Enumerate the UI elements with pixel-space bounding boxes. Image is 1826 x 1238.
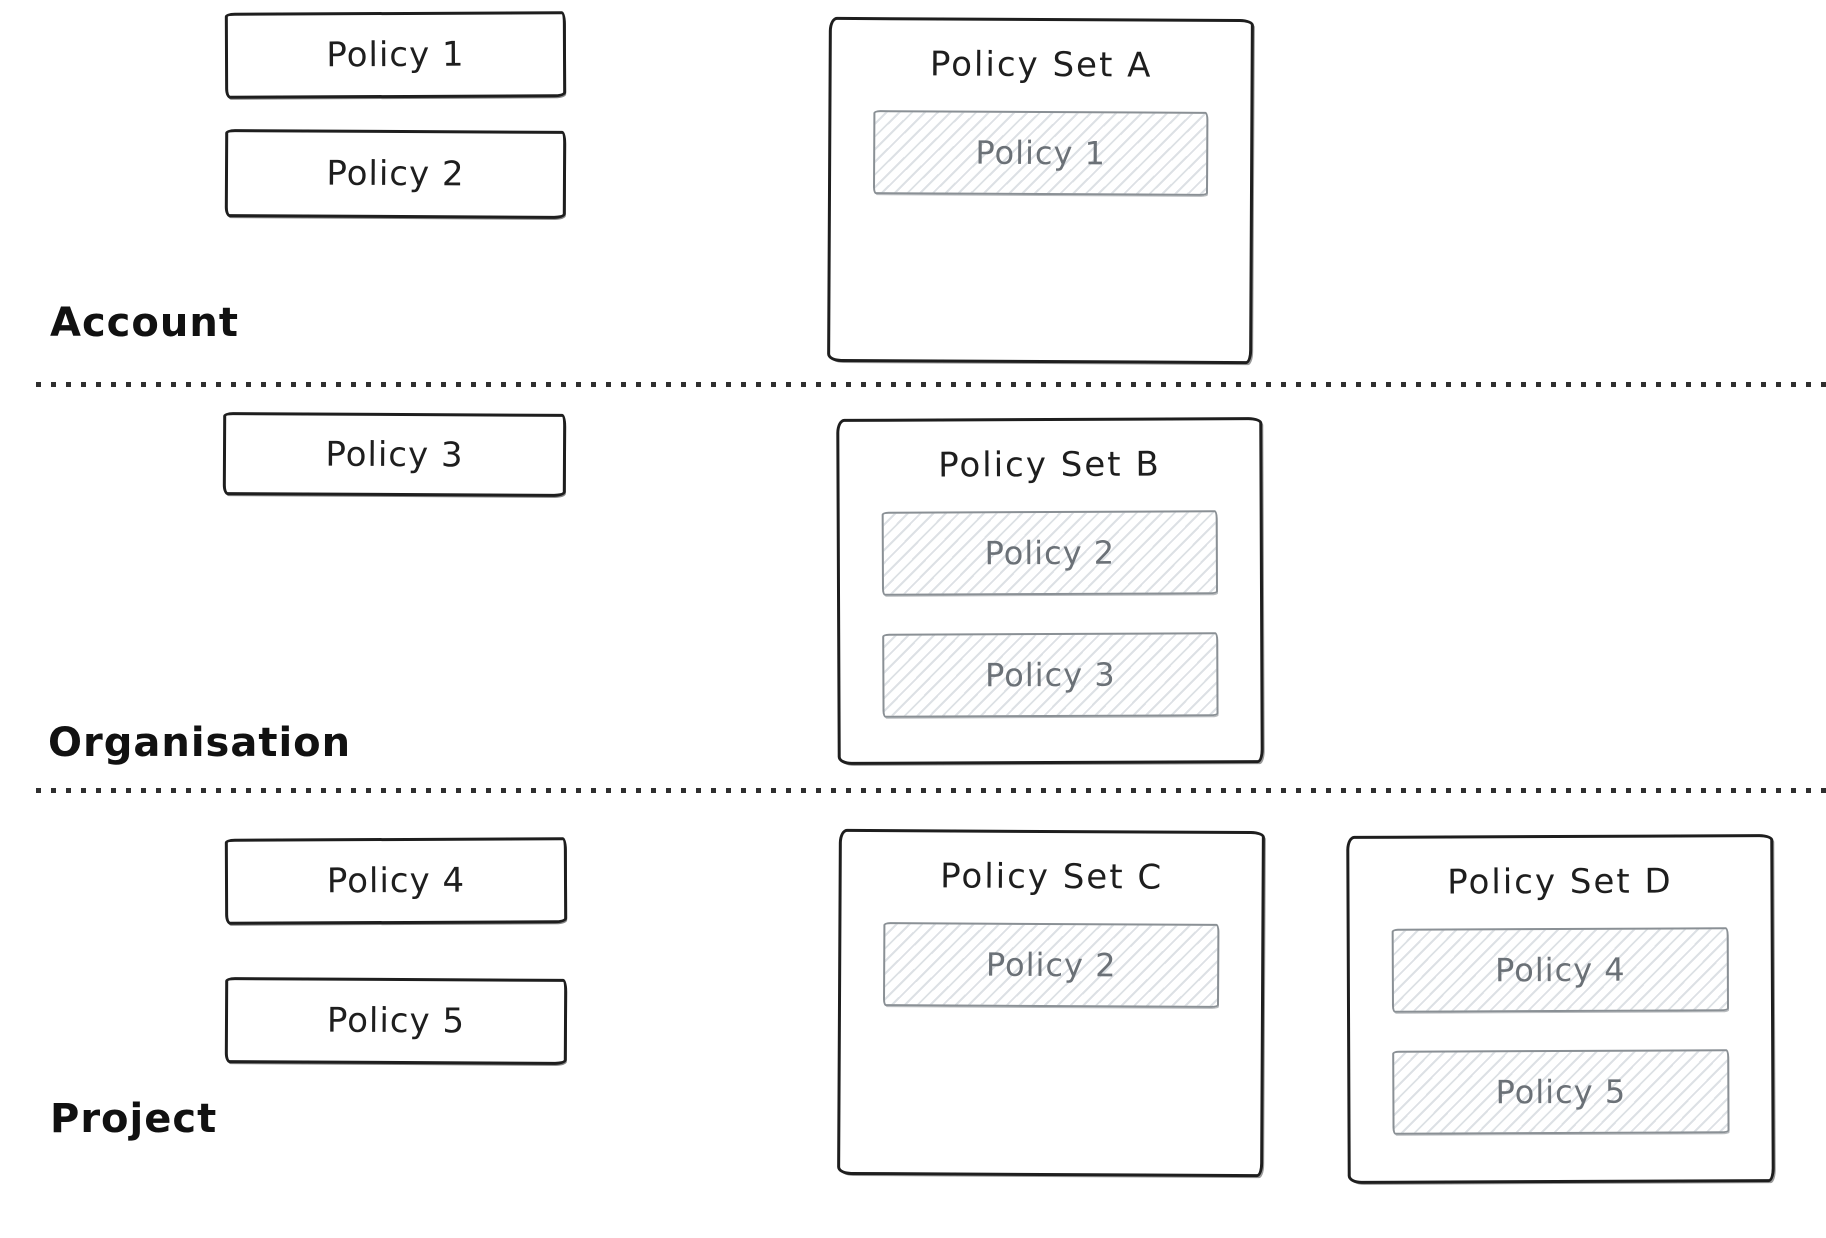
policy-box-policy-3: Policy 3: [222, 412, 567, 497]
policy-set-title: Policy Set A: [929, 44, 1153, 86]
policy-set-a-member-policy-1: Policy 1: [872, 110, 1209, 196]
policy-set-b: Policy Set B Policy 2 Policy 3: [836, 417, 1264, 765]
band-label-project: Project: [50, 1096, 218, 1142]
policy-set-b-member-policy-3: Policy 3: [882, 632, 1219, 718]
band-label-organisation: Organisation: [48, 720, 352, 766]
policy-box-label: Policy 5: [326, 1000, 466, 1042]
policy-set-d: Policy Set D Policy 4 Policy 5: [1346, 834, 1775, 1184]
divider-organisation-project: [36, 788, 1826, 793]
policy-set-b-member-policy-2: Policy 2: [881, 510, 1219, 596]
policy-set-title: Policy Set D: [1447, 861, 1673, 903]
policy-box-policy-1: Policy 1: [224, 11, 567, 99]
policy-box-policy-2: Policy 2: [224, 129, 567, 219]
policy-set-title: Policy Set B: [938, 444, 1161, 486]
member-label: Policy 5: [1495, 1072, 1627, 1112]
policy-box-label: Policy 1: [326, 34, 465, 76]
policy-set-c: Policy Set C Policy 2: [837, 828, 1265, 1178]
policy-box-label: Policy 4: [326, 860, 466, 902]
band-label-account: Account: [50, 300, 239, 346]
policy-set-title: Policy Set C: [940, 856, 1164, 898]
divider-account-organisation: [36, 382, 1826, 387]
policy-set-a: Policy Set A Policy 1: [827, 16, 1254, 365]
policy-box-policy-5: Policy 5: [224, 977, 568, 1065]
policy-box-policy-4: Policy 4: [224, 837, 568, 925]
policy-set-d-member-policy-5: Policy 5: [1392, 1049, 1730, 1135]
policy-set-d-member-policy-4: Policy 4: [1391, 927, 1730, 1013]
member-label: Policy 2: [985, 945, 1117, 985]
member-label: Policy 2: [984, 533, 1116, 573]
policy-box-label: Policy 2: [326, 153, 465, 195]
member-label: Policy 3: [984, 655, 1116, 695]
member-label: Policy 1: [975, 133, 1107, 173]
policy-box-label: Policy 3: [325, 434, 464, 475]
member-label: Policy 4: [1494, 950, 1626, 990]
policy-set-c-member-policy-2: Policy 2: [882, 922, 1220, 1008]
